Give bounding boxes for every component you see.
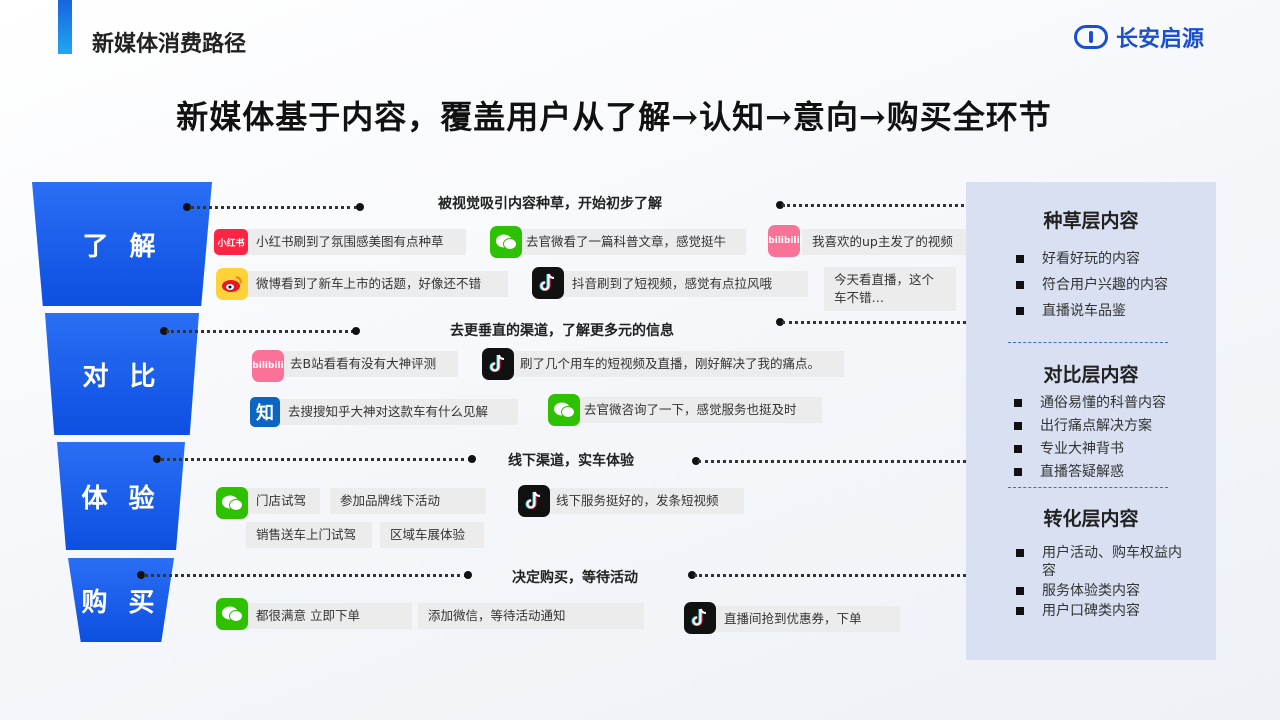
phase2-dot-mid (352, 327, 360, 335)
section-title-seeding: 种草层内容 (1043, 210, 1139, 232)
section-list-seeding: 好看好玩的内容 符合用户兴趣的内容 直播说车品鉴 (1014, 250, 1204, 328)
phase4-dot-right (688, 571, 696, 579)
phase2-line-left (166, 330, 354, 333)
card-auto-show: 区域车展体验 (380, 522, 484, 548)
section-title-conversion: 转化层内容 (1043, 508, 1139, 530)
list-item: 直播答疑解惑 (1012, 463, 1208, 481)
brand-logo: 长安启源 (1074, 22, 1204, 52)
douyin-icon (684, 602, 716, 634)
phase4-label: 决定购买，等待活动 (512, 570, 638, 586)
list-item: 服务体验类内容 (1014, 582, 1182, 600)
phase2-label: 去更垂直的渠道，了解更多元的信息 (450, 323, 674, 339)
phase1-dot-right (776, 201, 784, 209)
content-layer-panel: 种草层内容 好看好玩的内容 符合用户兴趣的内容 直播说车品鉴 对比层内容 通俗易… (966, 182, 1216, 660)
card-up-video: 我喜欢的up主发了的视频 (802, 229, 974, 255)
card-live-coupon: 直播间抢到优惠券，下单 (714, 606, 900, 632)
stage-purchase: 购 买 (68, 558, 174, 642)
card-add-wechat: 添加微信，等待活动通知 (418, 603, 644, 629)
phase1-line-left (190, 206, 358, 209)
section-title-compare: 对比层内容 (1043, 364, 1139, 386)
wechat-icon (490, 226, 522, 258)
list-item: 用户活动、购车权益内容 (1014, 544, 1182, 580)
section-divider (1008, 342, 1168, 343)
stage-experience: 体 验 (57, 442, 185, 550)
card-home-test-drive: 销售送车上门试驾 (246, 522, 372, 548)
section-divider (1008, 487, 1168, 488)
zhihu-icon: 知 (250, 397, 280, 427)
phase1-line-right (782, 204, 988, 207)
stage-understand: 了 解 (32, 182, 212, 306)
phase2-dot-left (160, 327, 168, 335)
phase4-line-right (694, 574, 990, 577)
bilibili-icon: bilibili (768, 225, 800, 257)
phase3-line-left (160, 458, 472, 461)
card-zhihu: 去搜搜知乎大神对这款车有什么见解 (278, 399, 518, 425)
phase3-dot-left (153, 455, 161, 463)
wechat-icon (216, 598, 248, 630)
header-accent-bar (58, 0, 72, 54)
wechat-icon (548, 394, 580, 426)
phase1-dot-left (183, 203, 191, 211)
bilibili-icon: bilibili (252, 350, 284, 382)
card-bilibili-review: 去B站看看有没有大神评测 (280, 351, 458, 377)
card-order-now: 都很满意 立即下单 (246, 603, 412, 629)
main-title: 新媒体基于内容，覆盖用户从了解→认知→意向→购买全环节 (176, 98, 1052, 136)
phase4-dot-left (137, 571, 145, 579)
page-header-title: 新媒体消费路径 (92, 32, 247, 57)
section-list-compare: 通俗易懂的科普内容 出行痛点解决方案 专业大神背书 直播答疑解惑 (1012, 394, 1208, 486)
weibo-icon (216, 268, 248, 300)
list-item: 通俗易懂的科普内容 (1012, 394, 1208, 412)
card-brand-offline-event: 参加品牌线下活动 (330, 488, 486, 514)
xiaohongshu-icon: 小红书 (214, 229, 248, 255)
card-douyin-video: 抖音刷到了短视频，感觉有点拉风哦 (562, 271, 808, 297)
phase1-label: 被视觉吸引内容种草，开始初步了解 (438, 196, 662, 212)
phase2-dot-right (776, 318, 784, 326)
douyin-icon (532, 267, 564, 299)
douyin-icon (482, 348, 514, 380)
list-item: 符合用户兴趣的内容 (1014, 276, 1204, 294)
section-list-conversion: 用户活动、购车权益内容 服务体验类内容 用户口碑类内容 (1014, 544, 1182, 622)
logo-text: 长安启源 (1116, 27, 1205, 52)
card-store-test-drive: 门店试驾 (246, 488, 320, 514)
card-weibo: 微博看到了新车上市的话题，好像还不错 (246, 271, 508, 297)
phase2-line-right (782, 321, 990, 324)
phase4-line-left (144, 574, 468, 577)
phase4-dot-mid (464, 571, 472, 579)
list-item: 专业大神背书 (1012, 440, 1208, 458)
wechat-icon (216, 487, 248, 519)
list-item: 用户口碑类内容 (1014, 602, 1182, 620)
phase3-dot-right (692, 457, 700, 465)
card-wechat-consult: 去官微咨询了一下，感觉服务也挺及时 (574, 397, 822, 423)
logo-mark-icon (1074, 25, 1108, 49)
card-offline-service: 线下服务挺好的，发条短视频 (546, 488, 744, 514)
stage-compare: 对 比 (45, 313, 199, 435)
card-xiaohongshu: 小红书刷到了氛围感美图有点种草 (246, 229, 466, 255)
card-livestream: 今天看直播，这个车不错… (824, 267, 956, 311)
list-item: 出行痛点解决方案 (1012, 417, 1208, 435)
list-item: 直播说车品鉴 (1014, 302, 1204, 320)
list-item: 好看好玩的内容 (1014, 250, 1204, 268)
card-wechat-article: 去官微看了一篇科普文章，感觉挺牛 (516, 229, 746, 255)
card-short-video-live: 刷了几个用车的短视频及直播，刚好解决了我的痛点。 (510, 351, 844, 377)
douyin-icon (518, 485, 550, 517)
phase3-line-right (698, 460, 990, 463)
phase1-dot-mid (356, 203, 364, 211)
phase3-label: 线下渠道，实车体验 (508, 453, 634, 469)
phase3-dot-mid (468, 455, 476, 463)
